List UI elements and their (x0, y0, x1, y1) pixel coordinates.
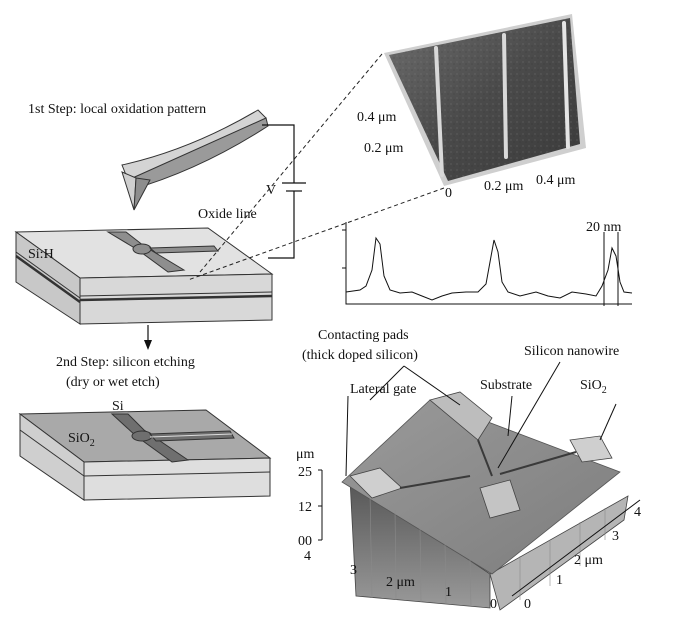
wafer1-material-label: Si:H (28, 247, 54, 262)
afm-cantilever (121, 109, 269, 211)
step1-title: 1st Step: local oxidation pattern (28, 102, 206, 117)
right-axis-tick-4: 4 (634, 505, 641, 520)
z-tick-00: 00 (298, 534, 312, 549)
sio2-label-wafer: SiO2 (68, 431, 95, 449)
right-axis-tick-2: 2 μm (574, 553, 603, 568)
afm-x-tick-1: 0 (445, 186, 452, 201)
left-axis-tick-1: 1 (445, 585, 452, 600)
z-tick-25: 25 (298, 465, 312, 480)
label-substrate: Substrate (480, 378, 532, 393)
right-axis-tick-3: 3 (612, 529, 619, 544)
right-axis-tick-0: 0 (524, 597, 531, 612)
oxide-line-label: Oxide line (198, 207, 257, 222)
voltage-circuit (262, 124, 306, 259)
afm-x-tick-2: 0.2 μm (484, 179, 524, 194)
label-sio2: SiO2 (580, 378, 607, 396)
z-axis (318, 469, 323, 541)
right-axis-ticks (511, 499, 641, 597)
voltage-label: V (266, 183, 276, 198)
height-profile (342, 222, 633, 306)
afm-y-tick-2: 0.2 μm (364, 141, 404, 156)
wafer-step2 (18, 409, 272, 501)
profile-width-label: 20 nm (586, 220, 622, 235)
label-contacting-pads: Contacting pads (318, 328, 409, 343)
z-axis-unit: μm (296, 447, 315, 462)
afm-image (384, 14, 586, 186)
label-silicon-nanowire: Silicon nanowire (524, 344, 619, 359)
device-3d (341, 391, 629, 611)
left-axis-tick-0: 0 (490, 597, 497, 612)
wafer-step1 (14, 227, 274, 325)
right-axis-tick-1: 1 (556, 573, 563, 588)
label-lateral-gate: Lateral gate (350, 382, 416, 397)
device-leader-lines (345, 361, 617, 477)
process-arrow (144, 325, 152, 350)
step2-title: 2nd Step: silicon etching (56, 355, 195, 370)
z-tick-12: 12 (298, 500, 312, 515)
left-axis-tick-2: 2 μm (386, 575, 415, 590)
label-contacting-pads-sub: (thick doped silicon) (302, 348, 418, 363)
afm-y-tick-1: 0.4 μm (357, 110, 397, 125)
left-axis-tick-4: 4 (304, 549, 311, 564)
zoom-connectors (187, 53, 445, 281)
si-label: Si (112, 399, 124, 414)
step2-subtitle: (dry or wet etch) (66, 375, 160, 390)
afm-x-tick-3: 0.4 μm (536, 173, 576, 188)
left-axis-tick-3: 3 (350, 563, 357, 578)
